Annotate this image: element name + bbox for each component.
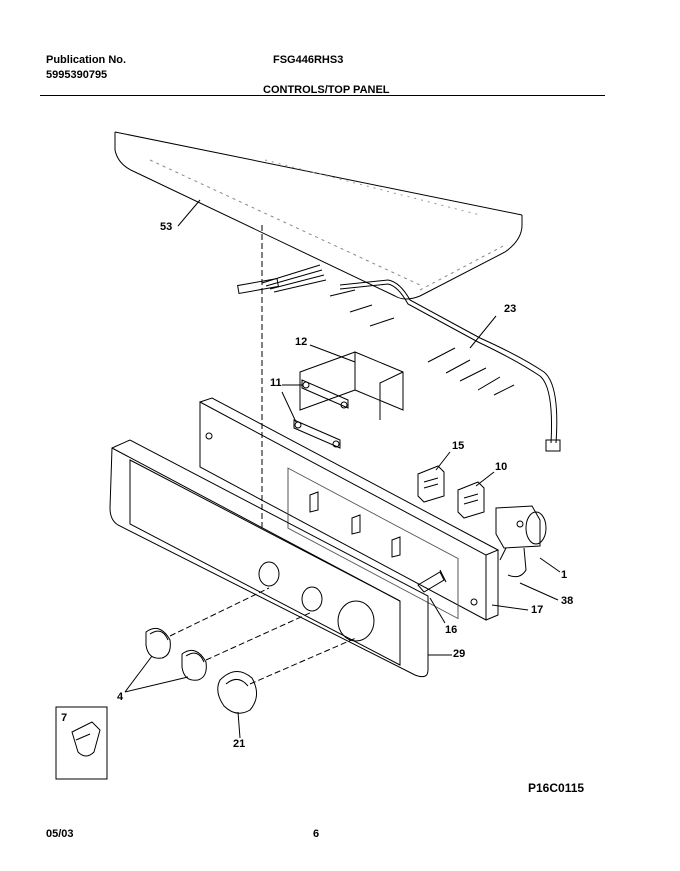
callout-15: 15 (452, 440, 465, 452)
publication-label: Publication No. (46, 54, 127, 66)
knob-part-small-2 (181, 649, 207, 681)
wire-harness-part (237, 264, 561, 452)
knob-part-small-1 (145, 627, 171, 659)
push-switch-part-10 (457, 481, 485, 519)
callout-17: 17 (531, 604, 544, 616)
front-console-part (109, 439, 429, 678)
top-panel-part (114, 131, 523, 300)
footer-date: 05/03 (46, 828, 74, 840)
callout-7: 7 (61, 712, 68, 724)
callout-4: 4 (117, 691, 124, 703)
knob-part-large (217, 671, 257, 714)
footer-page-number: 6 (313, 828, 320, 840)
callout-21: 21 (233, 738, 246, 750)
model-number: FSG446RHS3 (273, 54, 344, 66)
callout-53: 53 (160, 221, 173, 233)
inset-box-part (55, 706, 108, 780)
callout-29: 29 (453, 648, 466, 660)
callout-10: 10 (495, 461, 508, 473)
callout-23: 23 (504, 303, 517, 315)
callout-38: 38 (561, 595, 574, 607)
header-rule (40, 95, 605, 96)
callout-16: 16 (445, 624, 458, 636)
callout-1: 1 (561, 569, 568, 581)
publication-number: 5995390795 (46, 69, 108, 81)
switches-part (293, 379, 349, 449)
control-panel-back-part (199, 397, 500, 621)
figure-code: P16C0115 (528, 781, 585, 795)
wire-clip-part (417, 569, 447, 593)
timer-part (495, 505, 547, 578)
push-switch-part-15 (417, 465, 445, 503)
callout-12: 12 (295, 336, 308, 348)
bracket-part (299, 351, 404, 420)
callout-11: 11 (270, 377, 282, 389)
section-title: CONTROLS/TOP PANEL (263, 84, 390, 96)
